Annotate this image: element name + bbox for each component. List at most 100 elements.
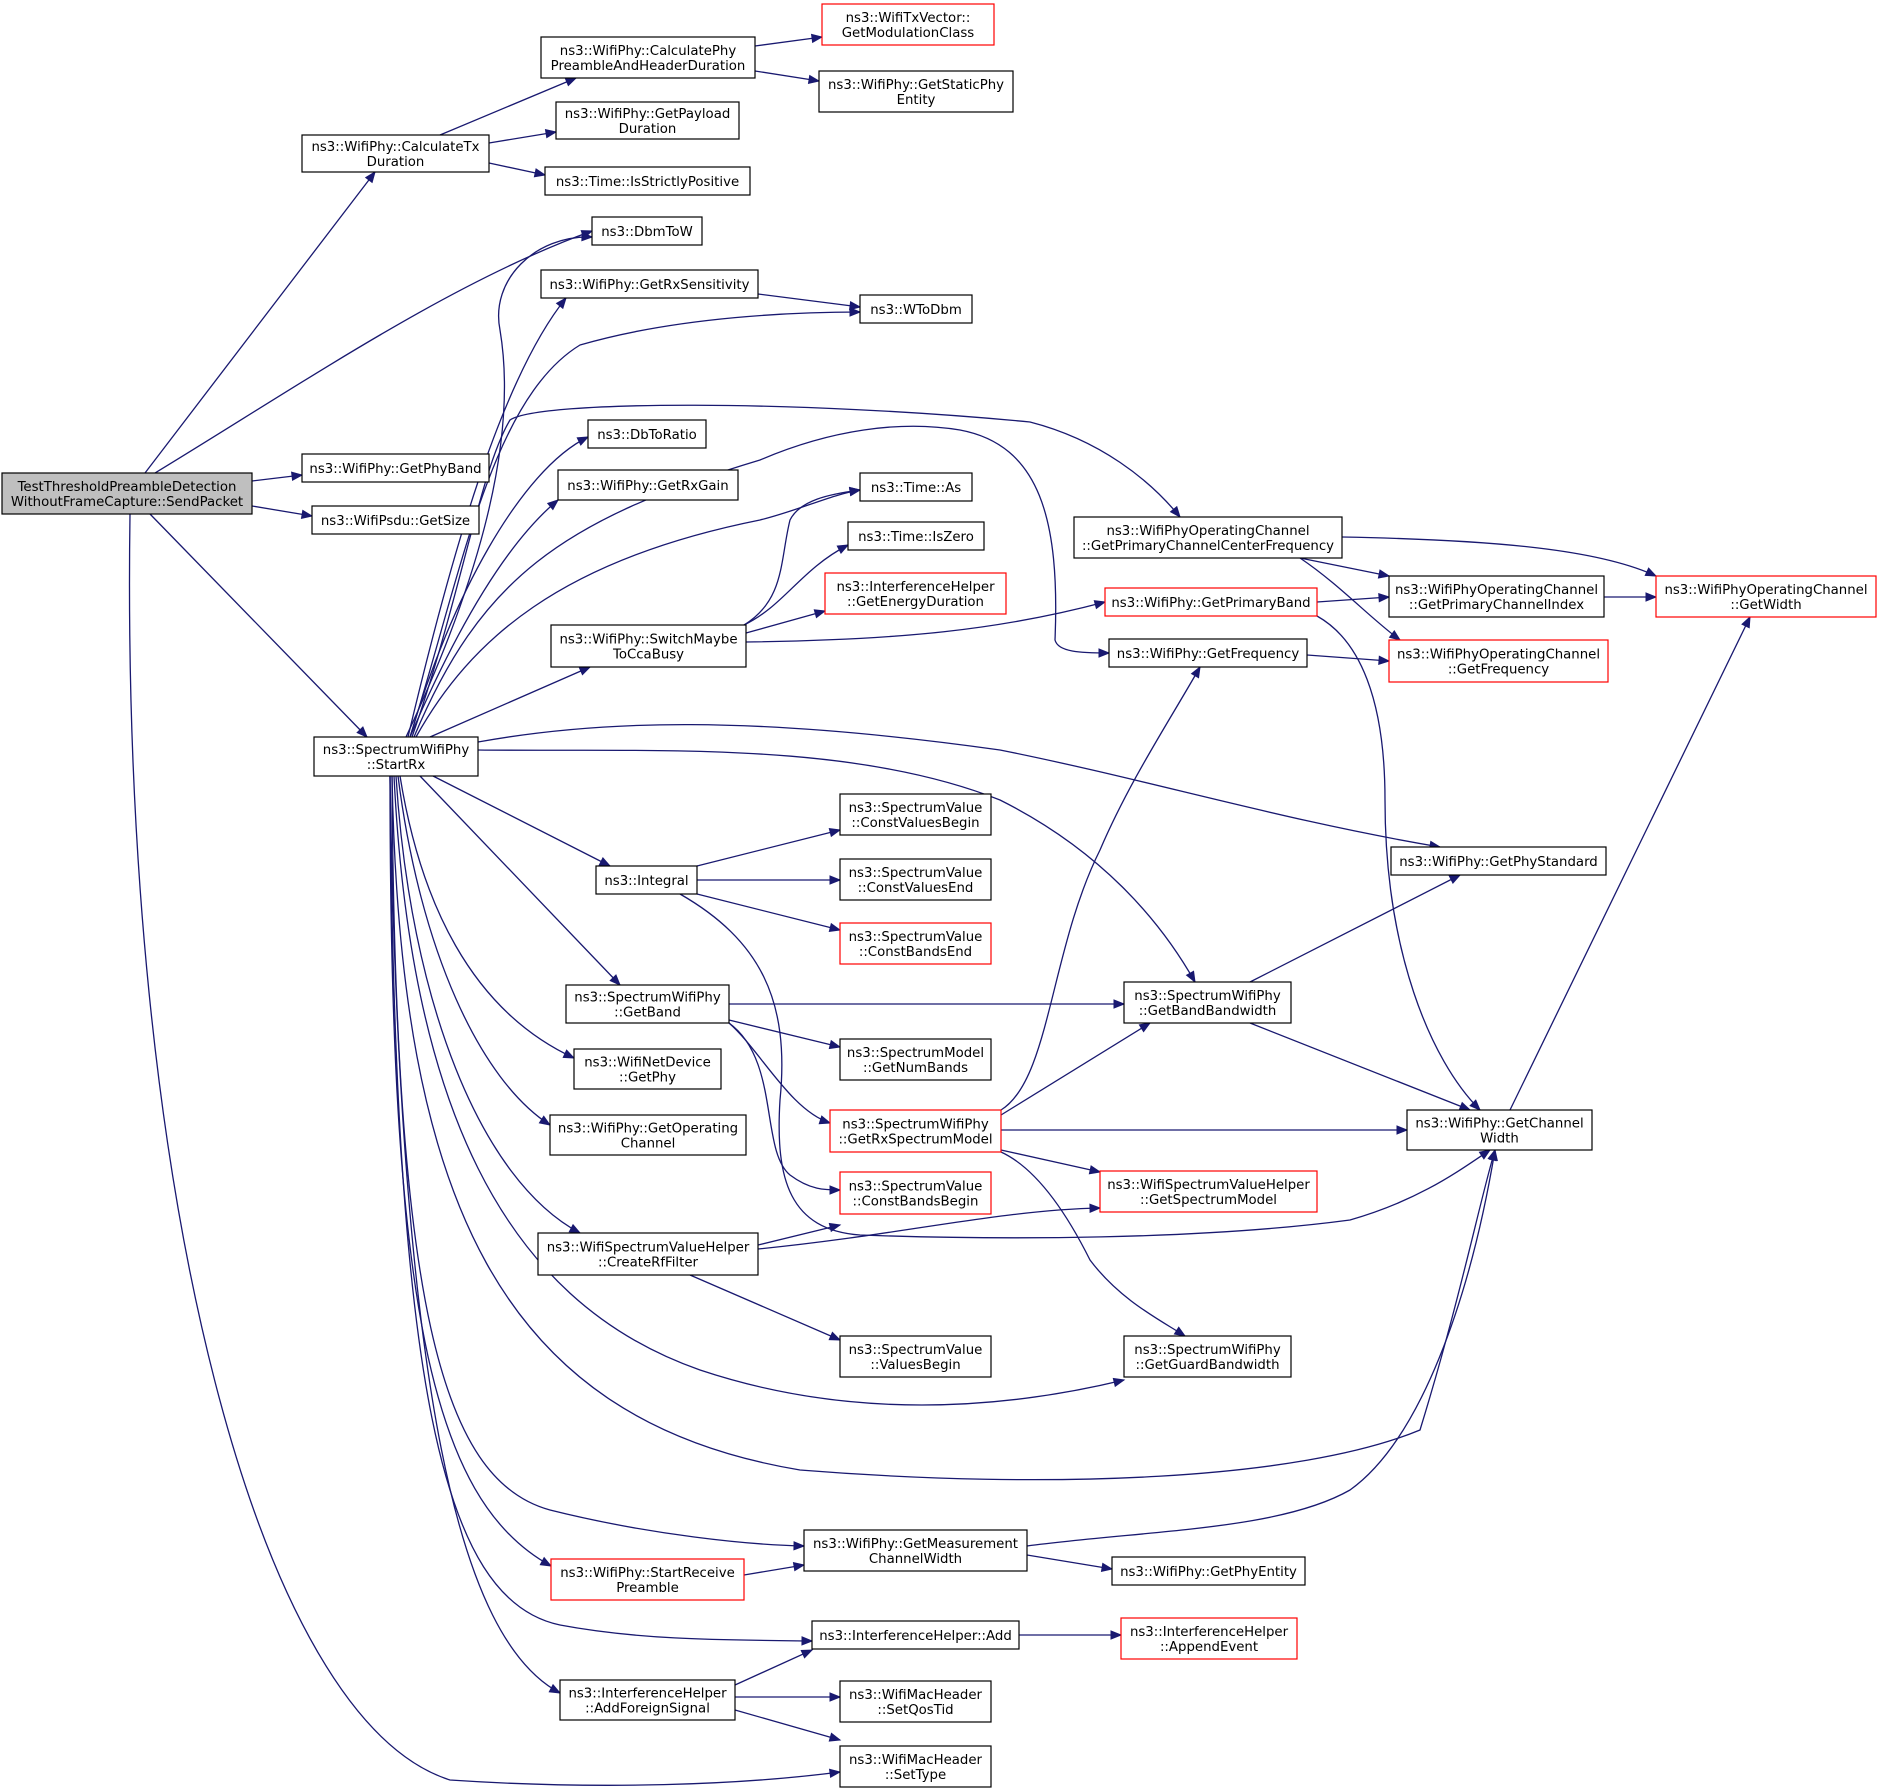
node-label: ns3::WifiPhy::GetMeasurement bbox=[813, 1537, 1018, 1552]
function-node-opWidth[interactable]: ns3::WifiPhyOperatingChannel::GetWidth bbox=[1655, 575, 1877, 618]
function-node-psduSize[interactable]: ns3::WifiPsdu::GetSize bbox=[311, 505, 480, 535]
node-box bbox=[859, 472, 973, 502]
node-label: ns3::Time::IsZero bbox=[858, 530, 974, 545]
node-box bbox=[847, 521, 985, 551]
function-node-dbToRatio[interactable]: ns3::DbToRatio bbox=[587, 419, 707, 449]
node-label: ::AppendEvent bbox=[1160, 1640, 1258, 1655]
call-edge-rxSpecModel-to-bandBw bbox=[1000, 1022, 1152, 1116]
function-node-dbmToW[interactable]: ns3::DbmToW bbox=[591, 216, 703, 246]
call-edge-switchCca-to-timeAs bbox=[743, 486, 862, 626]
function-node-root[interactable]: TestThresholdPreambleDetectionWithoutFra… bbox=[1, 472, 253, 515]
function-node-rfFilter[interactable]: ns3::WifiSpectrumValueHelper::CreateRfFi… bbox=[537, 1232, 759, 1276]
function-node-addForeign[interactable]: ns3::InterferenceHelper::AddForeignSigna… bbox=[559, 1679, 736, 1721]
function-node-phyEntity[interactable]: ns3::WifiPhy::GetPhyEntity bbox=[1111, 1556, 1306, 1586]
function-node-rxSens[interactable]: ns3::WifiPhy::GetRxSensitivity bbox=[540, 269, 759, 299]
call-edge-switchCca-to-energyDur bbox=[745, 609, 827, 634]
node-box bbox=[839, 1745, 992, 1788]
node-label: ns3::WifiPhy::GetFrequency bbox=[1117, 647, 1300, 662]
node-label: ns3::SpectrumValue bbox=[849, 930, 983, 945]
call-edge-integral-to-cbBegin bbox=[679, 893, 1492, 1239]
call-edge-rfFilter-to-valuesBegin bbox=[689, 1274, 842, 1341]
function-node-cbEnd[interactable]: ns3::SpectrumValue::ConstBandsEnd bbox=[839, 922, 992, 965]
node-box bbox=[1111, 1556, 1306, 1586]
node-box bbox=[537, 1232, 759, 1276]
node-box bbox=[595, 865, 698, 895]
node-label: ::GetPhy bbox=[619, 1071, 676, 1086]
function-node-phyStd[interactable]: ns3::WifiPhy::GetPhyStandard bbox=[1390, 846, 1607, 876]
node-label: PreambleAndHeaderDuration bbox=[551, 59, 746, 74]
call-edge-rxSpecModel-to-phyFreq bbox=[1000, 665, 1201, 1111]
node-label: ::CreateRfFilter bbox=[598, 1256, 699, 1271]
function-node-strictPos[interactable]: ns3::Time::IsStrictlyPositive bbox=[544, 166, 751, 196]
function-node-cbBegin[interactable]: ns3::SpectrumValue::ConstBandsBegin bbox=[839, 1171, 992, 1215]
function-node-modClass[interactable]: ns3::WifiTxVector::GetModulationClass bbox=[821, 3, 995, 46]
function-node-energyDur[interactable]: ns3::InterferenceHelper::GetEnergyDurati… bbox=[824, 572, 1007, 615]
function-node-primCenter[interactable]: ns3::WifiPhyOperatingChannel::GetPrimary… bbox=[1073, 516, 1343, 559]
node-label: ::ConstBandsBegin bbox=[853, 1195, 979, 1210]
function-node-rxSpecModel[interactable]: ns3::SpectrumWifiPhy::GetRxSpectrumModel bbox=[829, 1109, 1002, 1153]
call-edge-primBand-to-primIndex bbox=[1316, 593, 1391, 603]
node-box bbox=[301, 134, 490, 173]
node-box bbox=[557, 469, 739, 501]
node-box bbox=[565, 984, 730, 1024]
function-node-opFreq[interactable]: ns3::WifiPhyOperatingChannel::GetFrequen… bbox=[1388, 639, 1609, 683]
function-node-netPhy[interactable]: ns3::WifiNetDevice::GetPhy bbox=[573, 1048, 722, 1090]
function-node-guardBw[interactable]: ns3::SpectrumWifiPhy::GetGuardBandwidth bbox=[1123, 1335, 1292, 1378]
function-node-valuesBegin[interactable]: ns3::SpectrumValue::ValuesBegin bbox=[839, 1335, 992, 1378]
call-edge-measWidth-to-phyEntity bbox=[1026, 1554, 1114, 1572]
function-node-ihAdd[interactable]: ns3::InterferenceHelper::Add bbox=[811, 1620, 1020, 1650]
node-label: ::GetPrimaryChannelIndex bbox=[1409, 598, 1584, 613]
function-node-cvBegin[interactable]: ns3::SpectrumValue::ConstValuesBegin bbox=[839, 793, 992, 836]
call-edge-rxSpecModel-to-specModel bbox=[1000, 1149, 1102, 1175]
node-box bbox=[824, 572, 1007, 615]
call-edge-root-to-setType bbox=[128, 513, 842, 1786]
function-node-primIndex[interactable]: ns3::WifiPhyOperatingChannel::GetPrimary… bbox=[1388, 575, 1605, 618]
function-node-specModel[interactable]: ns3::WifiSpectrumValueHelper::GetSpectru… bbox=[1099, 1170, 1318, 1213]
function-node-bandBw[interactable]: ns3::SpectrumWifiPhy::GetBandBandwidth bbox=[1123, 981, 1292, 1024]
node-box bbox=[540, 36, 756, 79]
call-edge-startRx-to-guardBw bbox=[393, 775, 1126, 1406]
call-edge-integral-to-cvBegin bbox=[696, 827, 842, 867]
function-node-setType[interactable]: ns3::WifiMacHeader::SetType bbox=[839, 1745, 992, 1788]
function-node-timeAs[interactable]: ns3::Time::As bbox=[859, 472, 973, 502]
node-box bbox=[1120, 1617, 1298, 1660]
function-node-cvEnd[interactable]: ns3::SpectrumValue::ConstValuesEnd bbox=[839, 858, 992, 901]
function-node-rxGain[interactable]: ns3::WifiPhy::GetRxGain bbox=[557, 469, 739, 501]
function-node-startRx[interactable]: ns3::SpectrumWifiPhy::StartRx bbox=[313, 736, 479, 777]
node-box bbox=[859, 294, 973, 324]
node-box bbox=[550, 624, 747, 668]
node-box bbox=[839, 858, 992, 901]
function-node-setQos[interactable]: ns3::WifiMacHeader::SetQosTid bbox=[839, 1680, 992, 1723]
call-edge-startRx-to-ihAdd bbox=[389, 775, 814, 1646]
node-box bbox=[573, 1048, 722, 1090]
function-node-calcPre[interactable]: ns3::WifiPhy::CalculatePhyPreambleAndHea… bbox=[540, 36, 756, 79]
function-node-getBand[interactable]: ns3::SpectrumWifiPhy::GetBand bbox=[565, 984, 730, 1024]
function-node-numBands[interactable]: ns3::SpectrumModel::GetNumBands bbox=[839, 1038, 992, 1081]
node-box bbox=[839, 1335, 992, 1378]
call-edge-addForeign-to-ihAdd bbox=[734, 1649, 814, 1686]
function-node-appendEvent[interactable]: ns3::InterferenceHelper::AppendEvent bbox=[1120, 1617, 1298, 1660]
node-label: ns3::WifiPhy::GetPhyEntity bbox=[1120, 1565, 1297, 1580]
node-label: ns3::DbmToW bbox=[601, 225, 693, 240]
function-node-integral[interactable]: ns3::Integral bbox=[595, 865, 698, 895]
node-label: ns3::WifiPhyOperatingChannel bbox=[1397, 648, 1600, 663]
function-node-phyBand[interactable]: ns3::WifiPhy::GetPhyBand bbox=[301, 453, 490, 483]
function-node-isZero[interactable]: ns3::Time::IsZero bbox=[847, 521, 985, 551]
node-box bbox=[550, 1558, 745, 1601]
function-node-primBand[interactable]: ns3::WifiPhy::GetPrimaryBand bbox=[1104, 587, 1318, 617]
node-label: ::GetSpectrumModel bbox=[1140, 1193, 1277, 1208]
node-label: ns3::WToDbm bbox=[870, 303, 962, 318]
function-node-wToDbm[interactable]: ns3::WToDbm bbox=[859, 294, 973, 324]
node-box bbox=[811, 1620, 1020, 1650]
function-node-phyFreq[interactable]: ns3::WifiPhy::GetFrequency bbox=[1108, 638, 1308, 668]
call-edge-startRx-to-getBand bbox=[419, 775, 621, 986]
call-edge-startRx-to-bandBw bbox=[477, 749, 1196, 984]
